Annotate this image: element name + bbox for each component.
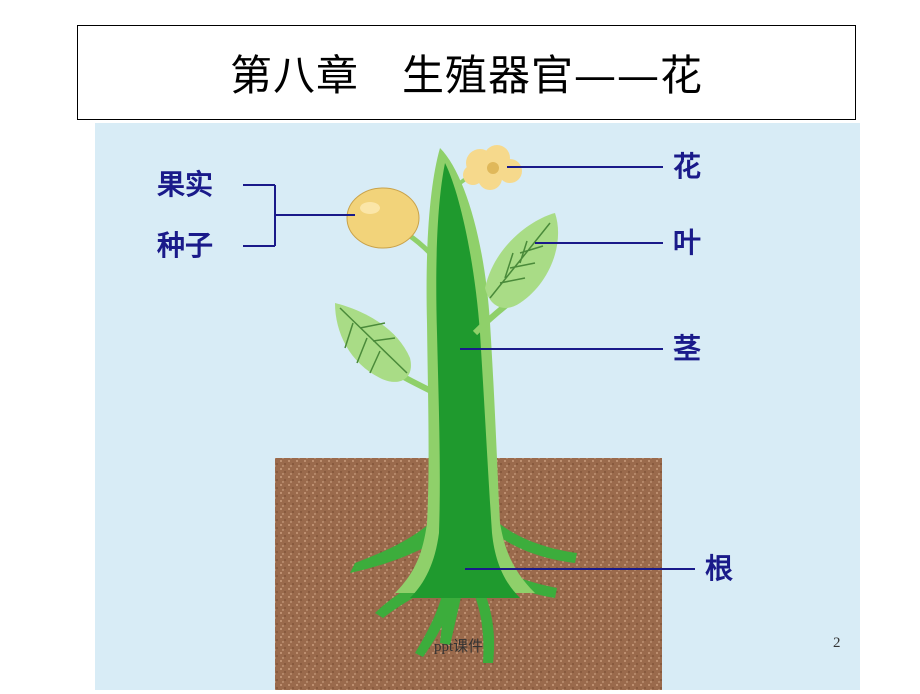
fruit (346, 187, 420, 249)
leader-lines (243, 166, 695, 570)
label-stem: 茎 (673, 332, 702, 365)
plant-illustration (95, 123, 860, 690)
label-fruit: 果实 (157, 168, 214, 201)
footer-text: ppt课件 (434, 639, 484, 655)
label-leaf: 叶 (673, 226, 702, 259)
label-root: 根 (705, 552, 734, 585)
stem-inner (410, 163, 520, 598)
title-box: 第八章 生殖器官——花 (77, 25, 856, 120)
label-flower: 花 (673, 150, 702, 183)
left-leaf (335, 303, 411, 382)
flower-blossom (463, 145, 522, 190)
plant-diagram: 花 叶 茎 根 果实 种子 (95, 123, 860, 690)
slide-title: 第八章 生殖器官——花 (229, 51, 703, 100)
label-seed: 种子 (157, 229, 214, 262)
page-number: 2 (833, 635, 841, 651)
